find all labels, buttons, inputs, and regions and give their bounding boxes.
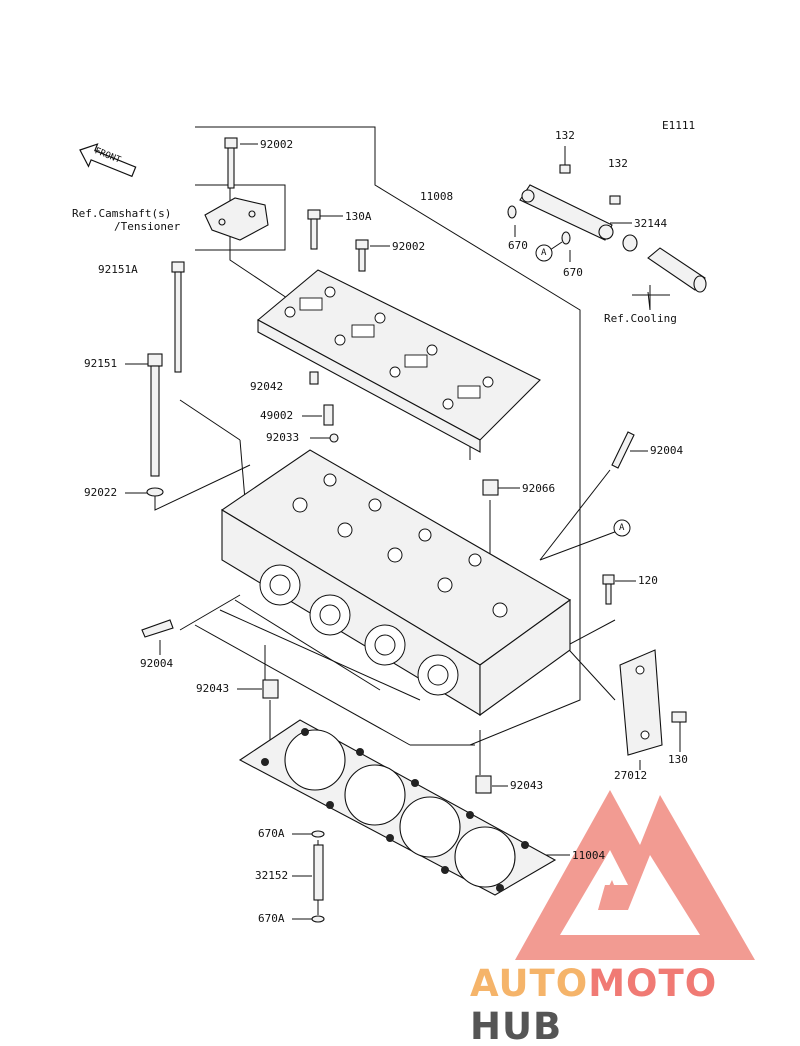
label-132-a: 132 [555, 129, 575, 142]
oring-670A-top-icon [311, 830, 325, 838]
oring-670A-bottom-icon [311, 915, 325, 923]
stud-92004-right-icon [611, 431, 635, 469]
label-92042: 92042 [250, 380, 284, 393]
cooling-hose-icon [647, 247, 707, 293]
collar-92066-icon [482, 479, 499, 496]
label-92002-mid: 92002 [392, 240, 426, 253]
dowel-92042-icon [309, 371, 319, 385]
cam-holder-11008-icon [257, 269, 541, 453]
label-120: 120 [638, 574, 658, 587]
label-670A-top: 670A [258, 827, 285, 840]
label-32152: 32152 [255, 869, 289, 882]
label-132-b: 132 [608, 157, 628, 170]
camshaft-tensioner-bracket-icon [204, 197, 269, 241]
label-92002-top: 92002 [260, 138, 294, 151]
label-92066: 92066 [522, 482, 556, 495]
label-92043-left: 92043 [196, 682, 230, 695]
oring-92033-icon [329, 433, 339, 443]
label-11008: 11008 [420, 190, 454, 203]
watermark-part-hub: HUB [470, 1005, 563, 1046]
bolt-92151-icon [147, 353, 163, 477]
label-130: 130 [668, 753, 688, 766]
label-92151A: 92151A [98, 263, 138, 276]
label-92033: 92033 [266, 431, 300, 444]
dowel-92043-right-icon [475, 775, 492, 794]
stud-92004-left-icon [141, 619, 174, 638]
bolt-92002-mid-icon [355, 239, 369, 272]
head-gasket-11004-icon [238, 719, 557, 896]
label-92004-left: 92004 [140, 657, 174, 670]
label-670-a: 670 [508, 239, 528, 252]
watermark-part-auto: AUTO [470, 962, 589, 1005]
stud-92151A-icon [171, 261, 185, 373]
label-670-b: 670 [563, 266, 583, 279]
label-92022: 92022 [84, 486, 118, 499]
label-27012: 27012 [614, 769, 648, 782]
watermark-text: AUTOMOTO HUB [470, 962, 800, 1046]
cylinder-head-icon [220, 449, 572, 717]
dowel-92043-left-icon [262, 679, 279, 699]
water-pipe-32144-icon [507, 164, 638, 252]
bolt-120-icon [602, 574, 615, 605]
label-130A: 130A [345, 210, 372, 223]
pipe-32152-icon [313, 844, 324, 901]
label-32144: 32144 [634, 217, 668, 230]
label-670A-bottom: 670A [258, 912, 285, 925]
ref-letter-a-1: A [541, 248, 547, 258]
watermark-logo [515, 790, 755, 960]
label-92151: 92151 [84, 357, 118, 370]
ref-circle-a-1 [535, 244, 553, 262]
ref-tensioner-label: /Tensioner [114, 220, 181, 233]
label-92043-right: 92043 [510, 779, 544, 792]
bolt-130-icon [671, 711, 687, 723]
assembly-outline-lines [154, 126, 651, 915]
ref-circle-a-2 [613, 519, 631, 537]
label-92004-right: 92004 [650, 444, 684, 457]
diagram-code: E1111 [662, 119, 696, 132]
ref-letter-a-2: A [619, 523, 625, 533]
front-arrow-icon [79, 143, 137, 178]
bracket-27012-icon [619, 649, 663, 756]
leader-lines [125, 143, 681, 920]
plug-49002-icon [323, 404, 334, 426]
washer-92022-icon [146, 487, 164, 497]
ref-cooling-label: Ref.Cooling [604, 312, 677, 325]
ref-camshaft-label: Ref.Camshaft(s) [72, 207, 172, 220]
bolt-92002-top-icon [224, 137, 238, 189]
label-11004: 11004 [572, 849, 606, 862]
bolt-130A-icon [307, 209, 321, 250]
watermark-part-moto: MOTO [588, 962, 718, 1005]
label-49002: 49002 [260, 409, 294, 422]
